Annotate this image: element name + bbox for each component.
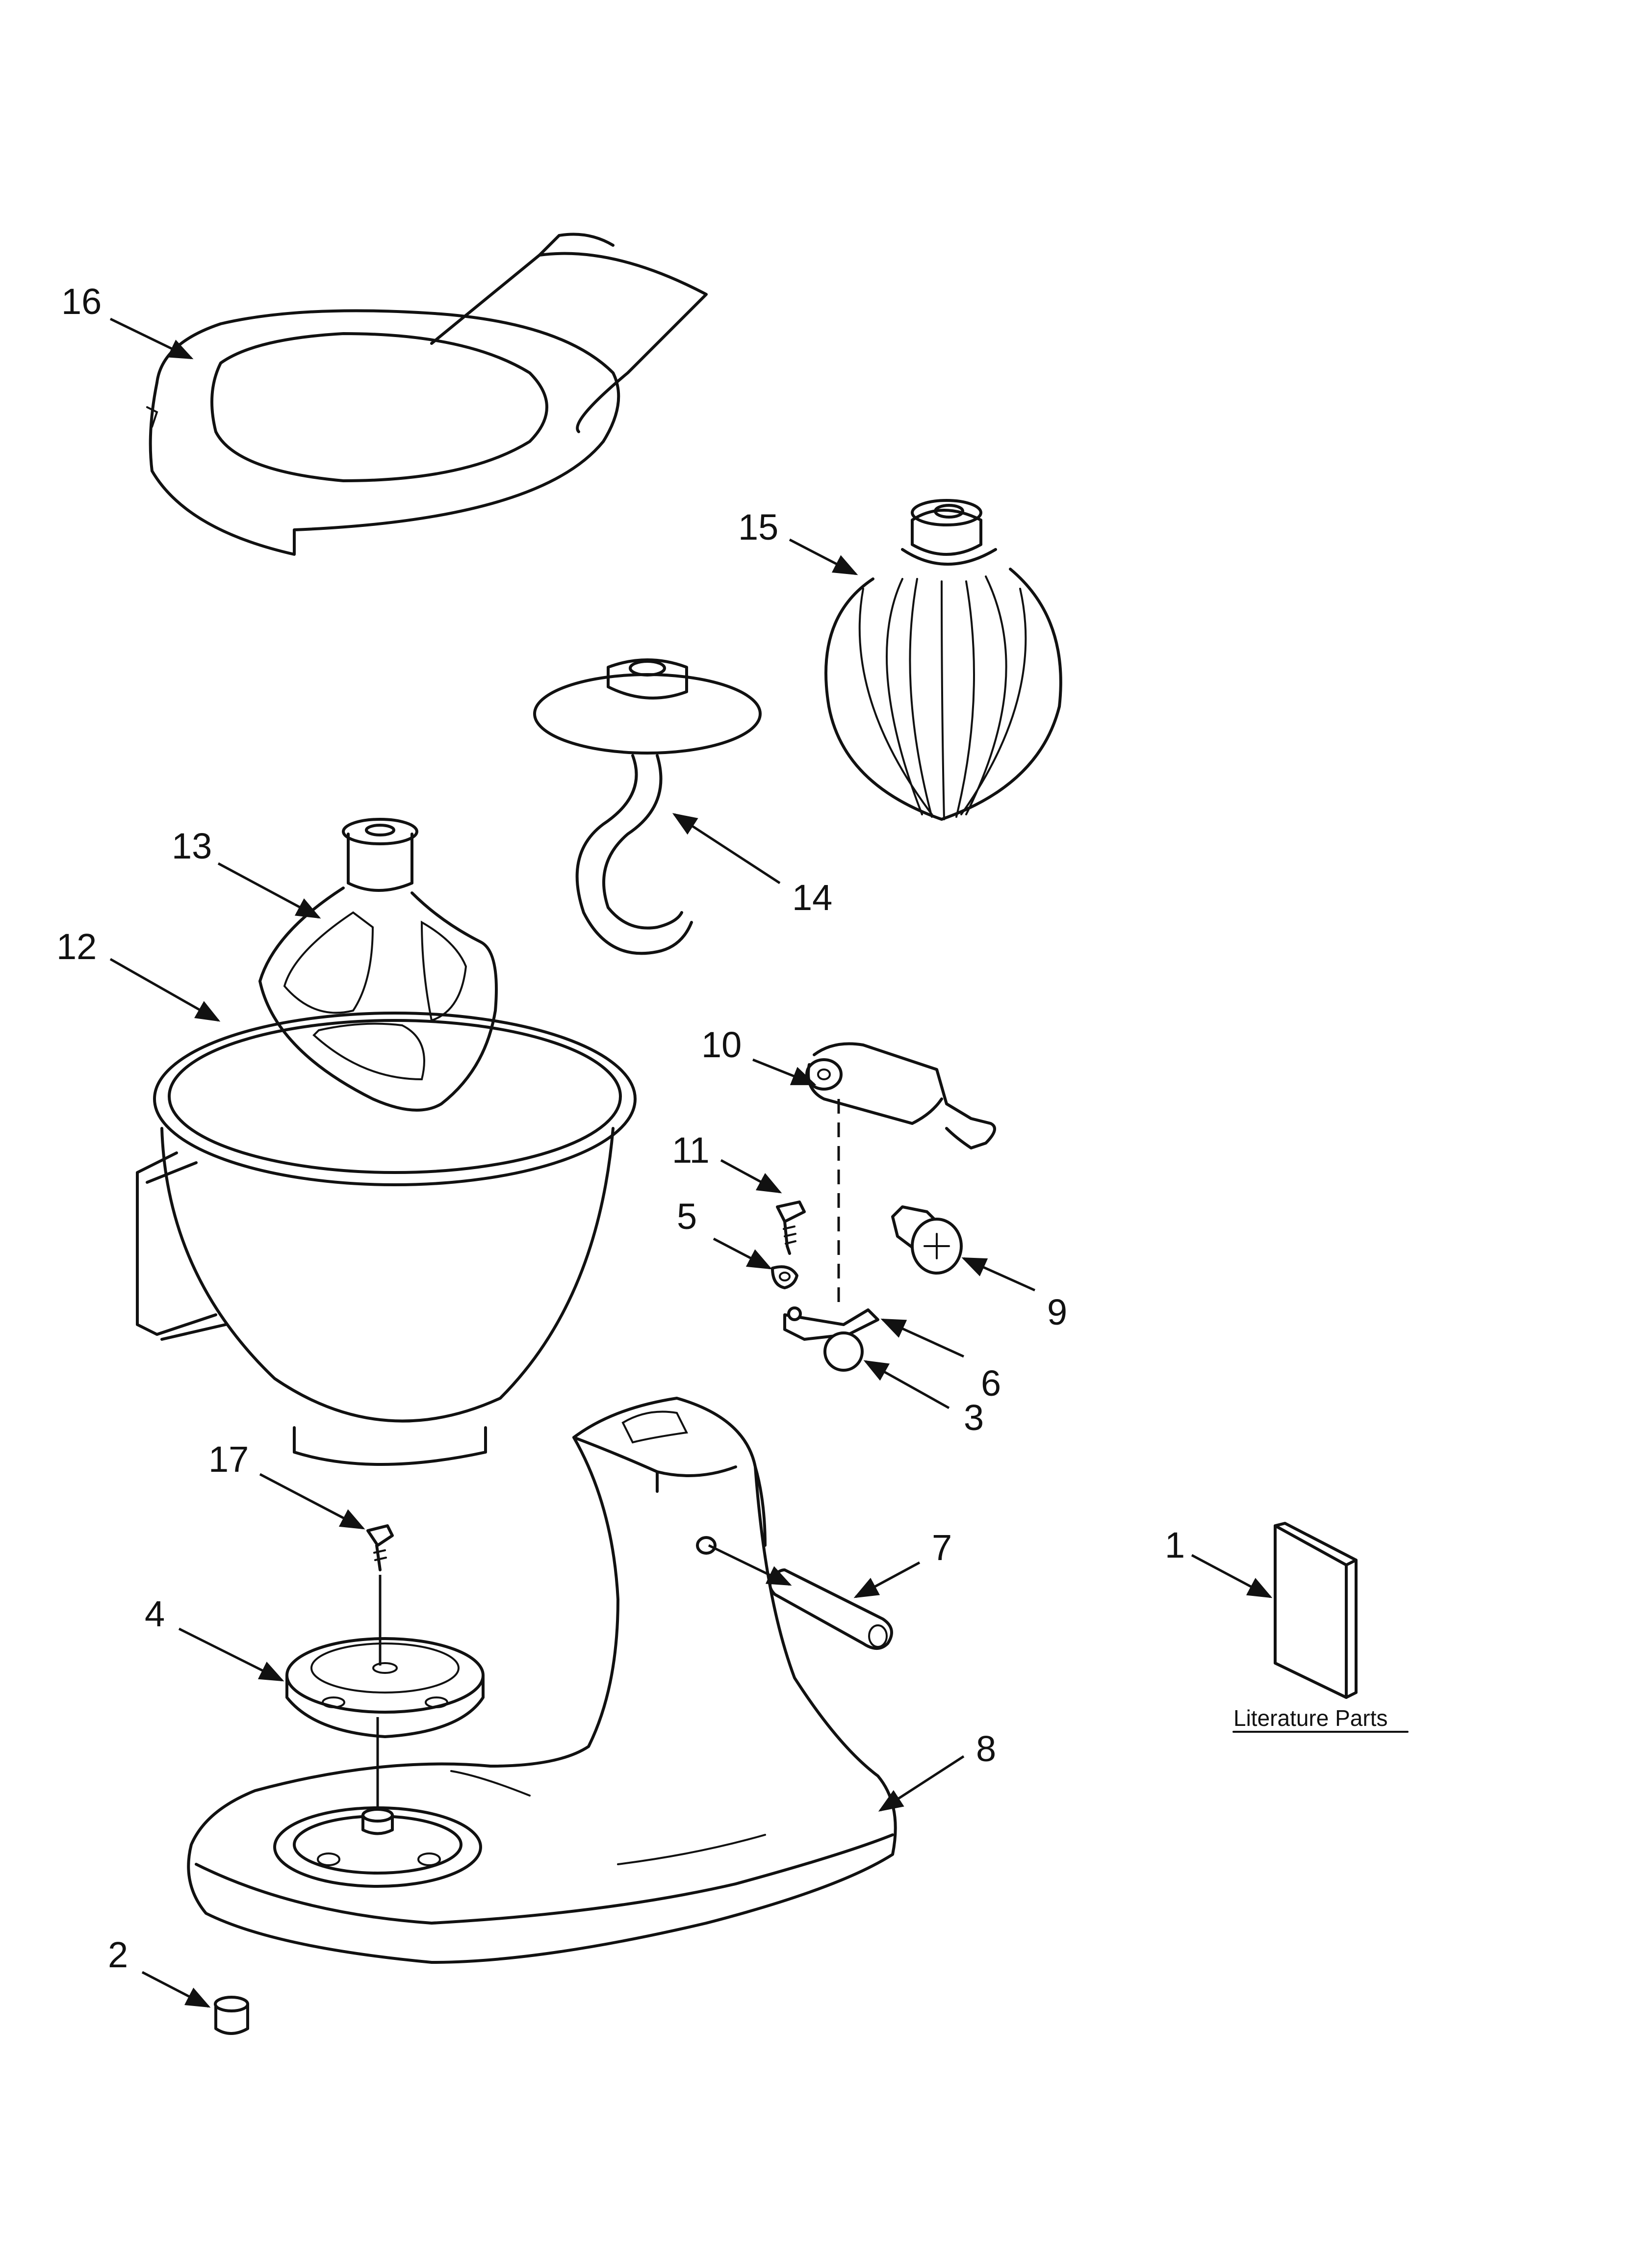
flat-beater [258, 818, 498, 1112]
leader-16 [109, 317, 194, 360]
leader-5 [713, 1237, 772, 1270]
callout-5: 5 [677, 1196, 697, 1237]
leader-11 [720, 1159, 782, 1194]
callout-16: 16 [61, 281, 102, 322]
speed-control-lever [805, 1042, 996, 1149]
callout-6: 6 [981, 1363, 1001, 1404]
leader-14 [672, 813, 781, 885]
callout-14: 14 [792, 877, 832, 918]
leader-4 [178, 1627, 284, 1682]
screw-11 [776, 1200, 806, 1255]
rubber-foot [214, 1996, 249, 2035]
callout-2: 2 [108, 1934, 128, 1975]
leader-7-pin [708, 1544, 792, 1586]
control-plate [783, 1306, 879, 1372]
wire-whip [824, 499, 1062, 821]
leader-6 [880, 1318, 965, 1358]
callout-10: 10 [701, 1024, 742, 1065]
leader-9 [961, 1257, 1036, 1292]
callout-13: 13 [172, 826, 212, 866]
callout-9: 9 [1047, 1292, 1067, 1332]
callout-8: 8 [976, 1728, 996, 1769]
clamp-plate [285, 1637, 485, 1738]
callout-11: 11 [672, 1130, 710, 1171]
leader-3 [863, 1360, 950, 1409]
callout-15: 15 [738, 507, 778, 547]
pouring-shield [146, 233, 708, 556]
leader-10 [752, 1058, 817, 1086]
mixing-bowl [136, 1012, 637, 1466]
washer [771, 1265, 798, 1289]
leader-12 [109, 958, 221, 1022]
callout-4: 4 [145, 1593, 165, 1634]
callout-17: 17 [208, 1439, 249, 1480]
callout-1: 1 [1165, 1525, 1185, 1565]
leader-15 [789, 538, 858, 575]
stand-base [187, 1397, 897, 1964]
leader-13 [217, 862, 321, 919]
leader-1 [1191, 1554, 1273, 1598]
literature-parts-booklet [1232, 1522, 1409, 1733]
callout-12: 12 [56, 926, 97, 967]
leader-7 [853, 1561, 921, 1598]
thumb-screw [891, 1205, 963, 1275]
leader-2 [141, 1971, 211, 2008]
callout-3: 3 [964, 1397, 984, 1438]
leader-8 [878, 1755, 965, 1812]
screw-17 [366, 1524, 394, 1571]
dough-hook [533, 658, 762, 955]
literature-parts-caption: Literature Parts [1233, 1705, 1387, 1731]
leader-17 [259, 1473, 365, 1530]
callout-7: 7 [932, 1527, 952, 1568]
